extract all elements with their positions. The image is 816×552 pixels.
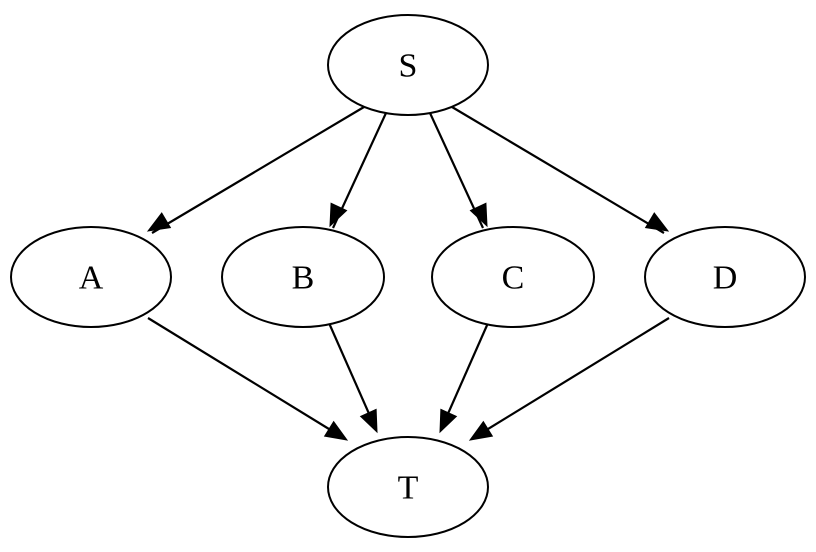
edge-arrowhead <box>439 408 458 434</box>
edge-line <box>474 317 670 438</box>
node-label: D <box>713 260 738 297</box>
edge-arrowhead <box>329 202 348 228</box>
node-t[interactable]: T <box>327 436 489 538</box>
node-label: C <box>502 260 525 297</box>
edge-a-to-t <box>147 317 349 441</box>
edge-d-to-t <box>468 317 670 441</box>
node-ellipse[interactable] <box>644 226 806 328</box>
node-b[interactable]: B <box>221 226 385 328</box>
edge-arrowhead <box>469 202 488 228</box>
node-label: S <box>399 48 418 85</box>
edge-line <box>327 322 376 426</box>
edge-arrowhead <box>468 420 494 441</box>
node-ellipse[interactable] <box>327 14 489 116</box>
edge-arrowhead <box>359 408 378 434</box>
node-ellipse[interactable] <box>327 436 489 538</box>
nodes-layer: S A B C D T <box>10 14 806 538</box>
edge-line <box>451 106 665 234</box>
node-label: T <box>398 470 419 507</box>
node-ellipse[interactable] <box>221 226 385 328</box>
edges-layer <box>146 106 670 441</box>
node-ellipse[interactable] <box>431 226 595 328</box>
edge-b-to-t <box>327 322 378 434</box>
edge-line <box>147 317 343 438</box>
node-a[interactable]: A <box>10 226 172 328</box>
edge-s-to-b <box>329 112 387 229</box>
node-s[interactable]: S <box>327 14 489 116</box>
node-label: B <box>292 260 315 297</box>
edge-c-to-t <box>439 322 490 434</box>
edge-line <box>151 106 365 234</box>
edge-arrowhead <box>644 212 670 232</box>
edge-arrowhead <box>146 212 172 232</box>
edge-line <box>441 322 490 426</box>
node-d[interactable]: D <box>644 226 806 328</box>
edge-s-to-a <box>146 106 365 234</box>
node-ellipse[interactable] <box>10 226 172 328</box>
edge-arrowhead <box>323 420 349 441</box>
node-label: A <box>79 260 104 297</box>
edge-s-to-c <box>429 112 488 229</box>
node-c[interactable]: C <box>431 226 595 328</box>
edge-s-to-d <box>451 106 670 234</box>
